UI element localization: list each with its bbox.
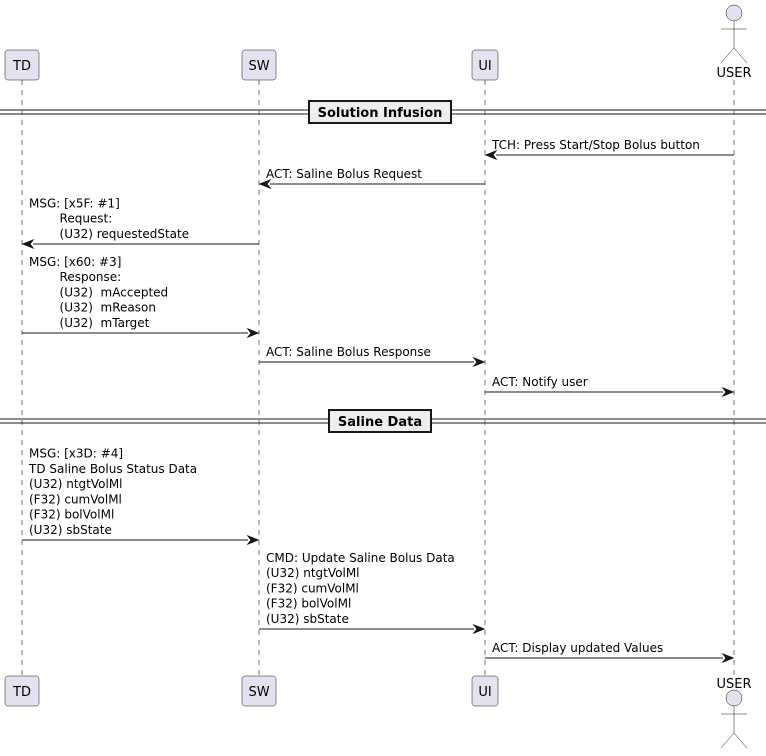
participant-sw-top: SW xyxy=(241,49,277,81)
participant-label: TD xyxy=(12,59,31,74)
participant-box xyxy=(471,49,499,81)
message-4: MSG: [x60: #3] Response: (U32) mAccepted… xyxy=(22,255,260,339)
participant-box xyxy=(471,675,499,707)
message-9: ACT: Display updated Values xyxy=(485,641,735,664)
message-6: ACT: Notify user xyxy=(485,375,735,398)
actor-icon xyxy=(720,689,748,749)
message-5: ACT: Saline Bolus Response xyxy=(259,345,486,368)
participant-ui-top: UI xyxy=(471,49,499,81)
message-label: MSG: [x3D: #4]TD Saline Bolus Status Dat… xyxy=(28,447,197,538)
message-label: MSG: [x60: #3] Response: (U32) mAccepted… xyxy=(29,255,168,330)
arrowhead xyxy=(721,386,735,398)
participant-label: TD xyxy=(12,685,31,700)
participant-label: UI xyxy=(478,685,491,700)
participant-label: SW xyxy=(248,685,269,700)
message-8: CMD: Update Saline Bolus Data(U32) ntgtV… xyxy=(259,551,486,635)
divider-box xyxy=(308,100,452,124)
participant-td-bottom: TD xyxy=(4,675,40,707)
divider-label: Saline Data xyxy=(338,415,422,430)
actor-user-bottom: USER xyxy=(716,677,752,749)
actor-icon xyxy=(720,4,748,64)
arrowhead xyxy=(472,623,486,635)
divider-saline-data: Saline Data xyxy=(0,409,766,433)
message-1: TCH: Press Start/Stop Bolus button xyxy=(484,138,734,161)
message-7: MSG: [x3D: #4]TD Saline Bolus Status Dat… xyxy=(22,447,260,546)
participant-ui-bottom: UI xyxy=(471,675,499,707)
arrowhead xyxy=(246,327,260,339)
message-label: CMD: Update Saline Bolus Data(U32) ntgtV… xyxy=(266,551,455,626)
participant-label: SW xyxy=(248,59,269,74)
divider-solution-infusion: Solution Infusion xyxy=(0,100,766,124)
message-label: MSG: [x5F: #1] Request: (U32) requestedS… xyxy=(29,196,189,241)
message-label: ACT: Saline Bolus Response xyxy=(266,345,431,359)
arrowhead xyxy=(246,534,260,546)
actor-label: USER xyxy=(716,677,751,692)
arrowhead xyxy=(258,178,272,190)
message-label: ACT: Notify user xyxy=(492,375,588,389)
participant-td-top: TD xyxy=(4,49,40,81)
participant-box xyxy=(4,675,40,707)
arrowhead xyxy=(484,149,498,161)
participant-box xyxy=(241,675,277,707)
participants: TD TD SW SW UI UI USER USER xyxy=(4,4,752,749)
arrowhead xyxy=(721,652,735,664)
participant-sw-bottom: SW xyxy=(241,675,277,707)
message-label: TCH: Press Start/Stop Bolus button xyxy=(491,138,700,152)
arrowhead xyxy=(21,238,35,250)
participant-label: UI xyxy=(478,59,491,74)
message-2: ACT: Saline Bolus Request xyxy=(258,167,485,190)
arrowhead xyxy=(472,356,486,368)
message-3: MSG: [x5F: #1] Request: (U32) requestedS… xyxy=(21,196,259,250)
message-label: ACT: Display updated Values xyxy=(492,641,663,655)
participant-box xyxy=(241,49,277,81)
message-label: ACT: Saline Bolus Request xyxy=(266,167,422,181)
actor-user-top: USER xyxy=(716,4,752,81)
divider-box xyxy=(328,409,432,433)
participant-box xyxy=(4,49,40,81)
divider-label: Solution Infusion xyxy=(318,106,443,121)
actor-label: USER xyxy=(716,66,751,81)
